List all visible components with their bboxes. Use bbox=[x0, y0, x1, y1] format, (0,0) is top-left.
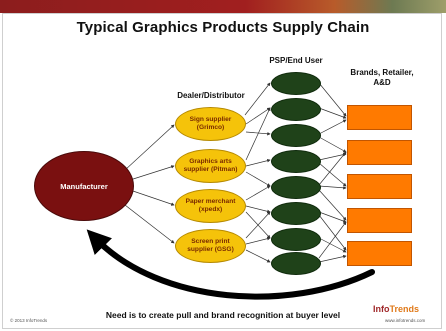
slide-frame bbox=[2, 13, 442, 329]
copyright-text: © 2013 InfoTrends bbox=[10, 318, 48, 323]
manufacturer-node: Manufacturer bbox=[34, 151, 134, 221]
brand-node bbox=[347, 140, 412, 165]
arrow-mfr-dealer-1 bbox=[124, 124, 175, 171]
arrow-psp-brand-3 bbox=[318, 119, 347, 135]
arrow-dealer-psp-3 bbox=[245, 131, 271, 136]
arrow-dealer-psp-10 bbox=[245, 211, 271, 239]
arrow-mfr-dealer-4 bbox=[124, 204, 175, 244]
arrow-psp-brand-10 bbox=[318, 214, 347, 251]
logo-text-info: Info bbox=[373, 304, 390, 314]
arrow-dealer-psp-4 bbox=[245, 107, 271, 161]
arrow-psp-brand-12 bbox=[318, 254, 347, 263]
footer-caption: Need is to create pull and brand recogni… bbox=[105, 310, 341, 320]
arrow-mfr-dealer-3 bbox=[129, 189, 175, 206]
slide-title: Typical Graphics Products Supply Chain bbox=[76, 19, 370, 36]
dealer-label: Paper merchant (xpedx) bbox=[185, 198, 236, 213]
arrow-dealer-psp-11 bbox=[245, 236, 271, 245]
arrow-psp-brand-14 bbox=[318, 151, 347, 186]
psp-node bbox=[271, 228, 321, 251]
psp-node bbox=[271, 252, 321, 275]
psp-header: PSP/End User bbox=[269, 56, 323, 65]
website-text: www.infotrends.com bbox=[385, 318, 426, 323]
logo-text-trends: Trends bbox=[389, 304, 420, 314]
arrow-psp-brand-9 bbox=[318, 211, 347, 223]
psp-node bbox=[271, 98, 321, 121]
dealer-label: Graphics arts supplier (Pitman) bbox=[183, 158, 238, 173]
arrow-psp-brand-8 bbox=[318, 189, 347, 221]
psp-node bbox=[271, 72, 321, 95]
header-bar bbox=[0, 0, 446, 13]
dealer-header: Dealer/Distributor bbox=[177, 91, 245, 100]
dealer-node-sign-supplier: Sign supplier (Grimco) bbox=[175, 107, 246, 141]
arrow-psp-brand-13 bbox=[318, 221, 347, 259]
arrow-psp-brand-4 bbox=[318, 136, 347, 153]
dealer-node-screen-print: Screen print supplier (GSG) bbox=[175, 229, 246, 263]
arrow-psp-brand-6 bbox=[318, 162, 347, 187]
psp-node bbox=[271, 150, 321, 173]
dealer-node-graphics-arts: Graphics arts supplier (Pitman) bbox=[175, 149, 246, 183]
dealer-label: Sign supplier (Grimco) bbox=[189, 116, 232, 131]
arrow-dealer-psp-5 bbox=[245, 158, 271, 167]
dealer-node-paper-merchant: Paper merchant (xpedx) bbox=[175, 189, 246, 223]
brand-node bbox=[347, 105, 412, 130]
arrow-dealer-psp-6 bbox=[245, 171, 271, 187]
arrow-psp-brand-7 bbox=[318, 185, 347, 190]
infotrends-logo: InfoTrends bbox=[373, 304, 419, 314]
manufacturer-label: Manufacturer bbox=[60, 181, 108, 191]
arrow-dealer-psp-1 bbox=[244, 82, 271, 116]
brand-node bbox=[347, 174, 412, 199]
arrow-psp-brand-11 bbox=[318, 237, 347, 253]
brand-node bbox=[347, 208, 412, 233]
brands-header: Brands, Retailer, A&D bbox=[350, 68, 414, 87]
arrow-dealer-psp-12 bbox=[245, 249, 271, 263]
arrow-psp-brand-2 bbox=[318, 107, 347, 119]
psp-node bbox=[271, 176, 321, 199]
arrow-psp-brand-5 bbox=[318, 152, 347, 161]
arrow-dealer-psp-2 bbox=[245, 107, 271, 125]
big-curved-arrow bbox=[86, 229, 375, 300]
dealer-label: Screen print supplier (GSG) bbox=[187, 238, 234, 253]
arrow-mfr-dealer-2 bbox=[129, 165, 175, 181]
arrow-dealer-psp-7 bbox=[245, 185, 271, 201]
psp-node bbox=[271, 202, 321, 225]
arrow-psp-brand-1 bbox=[318, 82, 347, 117]
brand-node bbox=[347, 241, 412, 266]
psp-node bbox=[271, 124, 321, 147]
arrow-dealer-psp-8 bbox=[245, 205, 271, 214]
